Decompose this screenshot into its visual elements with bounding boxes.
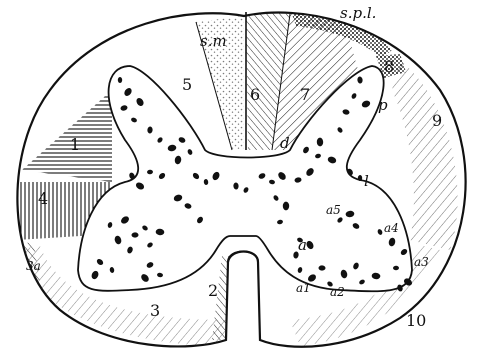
label-a3: a3 (414, 255, 429, 269)
label-l: l (364, 172, 369, 190)
label-d: d (280, 134, 290, 152)
label-7: 7 (300, 85, 310, 104)
label-a: a (298, 236, 307, 254)
label-1: 1 (70, 135, 80, 154)
label-sm: s.m (200, 32, 227, 50)
label-p: p (378, 96, 388, 114)
label-2: 2 (208, 281, 218, 300)
label-5: 5 (182, 75, 192, 94)
label-8: 8 (384, 57, 394, 76)
label-a2: a2 (330, 285, 345, 299)
label-3: 3 (150, 301, 160, 320)
label-a5: a5 (326, 203, 341, 217)
label-a4: a4 (384, 221, 399, 235)
anterior-fissure (228, 252, 258, 263)
label-6: 6 (250, 85, 260, 104)
cell-blob (118, 77, 122, 83)
label-spl: s.p.l. (340, 4, 376, 22)
label-3a: 3a (26, 259, 41, 273)
label-10: 10 (406, 311, 426, 330)
label-9: 9 (432, 111, 442, 130)
label-a1: a1 (296, 281, 311, 295)
label-4: 4 (38, 189, 48, 208)
